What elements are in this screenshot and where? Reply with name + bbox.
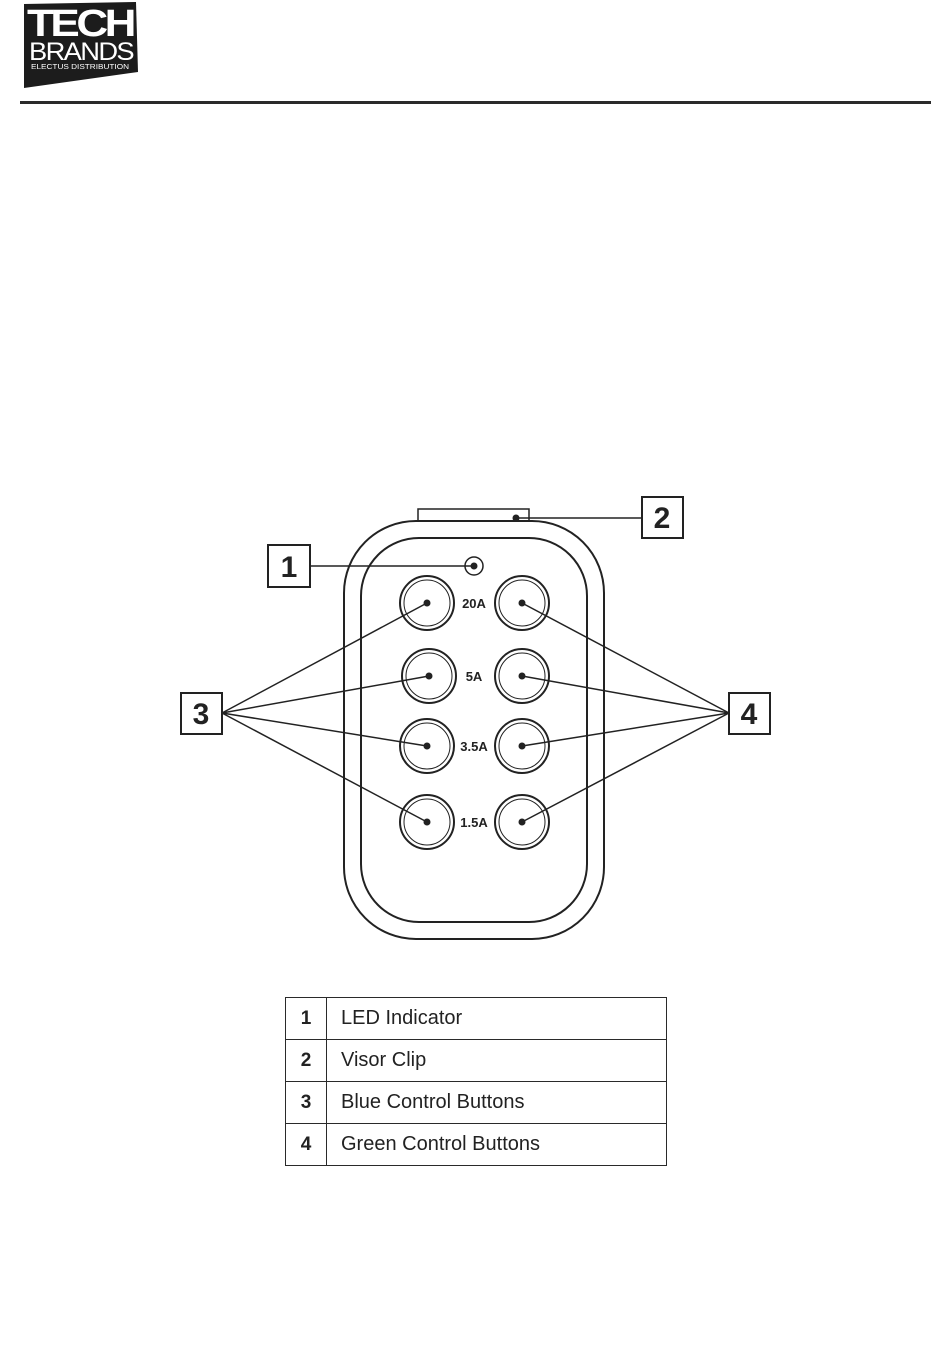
blue-button-1-5a xyxy=(400,795,454,849)
legend-label: Green Control Buttons xyxy=(327,1124,667,1166)
table-row: 1 LED Indicator xyxy=(286,998,667,1040)
green-buttons xyxy=(495,576,549,849)
header-rule xyxy=(20,101,931,104)
legend-num: 3 xyxy=(286,1082,327,1124)
led-indicator xyxy=(465,557,483,575)
blue-button-3-5a xyxy=(400,719,454,773)
callout-1: 1 xyxy=(268,545,310,587)
legend-num: 2 xyxy=(286,1040,327,1082)
button-label-1-5a: 1.5A xyxy=(460,815,488,830)
callout-2: 2 xyxy=(642,497,683,538)
green-button-3-5a xyxy=(495,719,549,773)
remote-body-inner xyxy=(361,538,587,922)
callout-3-label: 3 xyxy=(193,698,210,731)
callout-2-label: 2 xyxy=(654,502,671,535)
visor-clip xyxy=(418,509,529,531)
callout-4-label: 4 xyxy=(741,698,758,731)
blue-buttons xyxy=(400,576,456,849)
green-button-1-5a xyxy=(495,795,549,849)
table-row: 3 Blue Control Buttons xyxy=(286,1082,667,1124)
legend-label: Visor Clip xyxy=(327,1040,667,1082)
remote-diagram: 20A 5A 3.5A 1.5A xyxy=(0,0,950,1000)
legend-table: 1 LED Indicator 2 Visor Clip 3 Blue Cont… xyxy=(285,997,667,1166)
button-label-20a: 20A xyxy=(462,596,486,611)
button-label-3-5a: 3.5A xyxy=(460,739,488,754)
callout-1-label: 1 xyxy=(281,551,298,584)
button-label-5a: 5A xyxy=(466,669,483,684)
green-button-20a xyxy=(495,576,549,630)
green-button-5a xyxy=(495,649,549,703)
legend-num: 1 xyxy=(286,998,327,1040)
table-row: 2 Visor Clip xyxy=(286,1040,667,1082)
logo-line2: BRANDS xyxy=(29,38,134,66)
tech-brands-logo: TECH BRANDS ELECTUS DISTRIBUTION xyxy=(24,2,140,88)
blue-button-20a xyxy=(400,576,454,630)
callout-4: 4 xyxy=(729,693,770,734)
logo-line3: ELECTUS DISTRIBUTION xyxy=(31,64,129,71)
table-row: 4 Green Control Buttons xyxy=(286,1124,667,1166)
legend-label: Blue Control Buttons xyxy=(327,1082,667,1124)
legend-num: 4 xyxy=(286,1124,327,1166)
remote-body-outer xyxy=(344,521,604,939)
blue-button-5a xyxy=(402,649,456,703)
callout-3: 3 xyxy=(181,693,222,734)
legend-label: LED Indicator xyxy=(327,998,667,1040)
